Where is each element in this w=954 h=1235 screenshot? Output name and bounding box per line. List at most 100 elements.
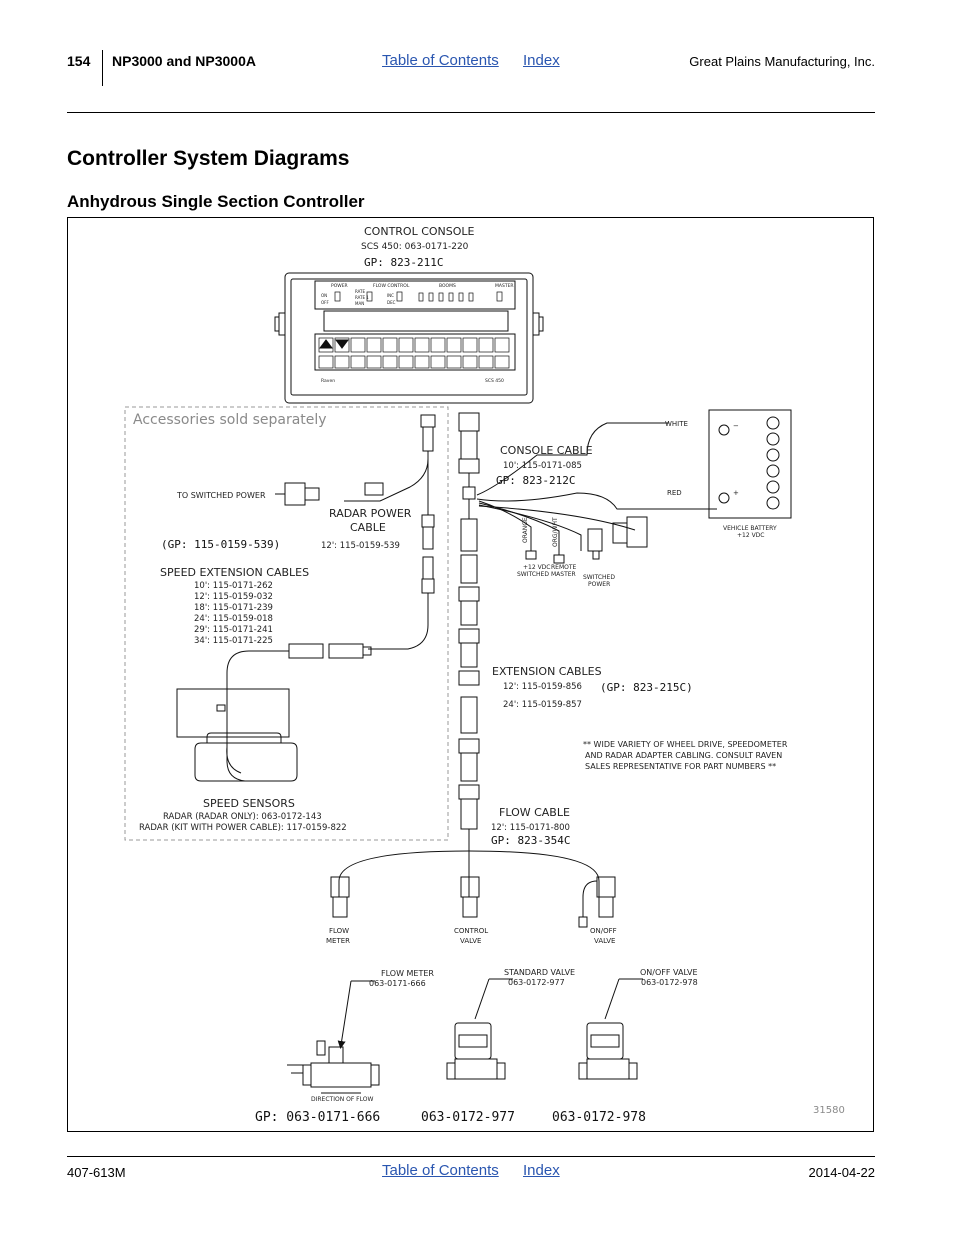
console-cable-part: 10': 115-0171-085 <box>503 461 582 471</box>
speed-ext-title: SPEED EXTENSION CABLES <box>160 566 309 579</box>
console-cable-trunk <box>458 412 480 847</box>
standard-valve-callout-1: STANDARD VALVE <box>504 968 575 977</box>
flow-cable-gp: GP: 823-354C <box>491 834 570 847</box>
switched-12v-label-1: +12 VDC <box>523 564 550 571</box>
orange-wire-label: ORANGE <box>522 517 529 543</box>
ext-cables-title: EXTENSION CABLES <box>492 665 602 678</box>
console-brand: Raven <box>321 378 335 384</box>
battery-plus: + <box>733 489 739 497</box>
console-booms-label: BOOMS <box>439 283 456 289</box>
note-line-2: AND RADAR ADAPTER CABLING. CONSULT RAVEN <box>585 751 782 760</box>
onoff-valve <box>578 978 643 1080</box>
speed-ext-part-5: 29': 115-0171-241 <box>194 625 273 635</box>
control-console <box>274 272 544 404</box>
footer-date: 2014-04-22 <box>808 1165 876 1180</box>
speed-sensor-part-1: RADAR (RADAR ONLY): 063-0172-143 <box>163 812 322 822</box>
standard-valve <box>446 978 513 1080</box>
vehicle-battery <box>708 409 792 519</box>
switched-12v-label-2: SWITCHED <box>517 571 549 578</box>
radar-power-gp: (GP: 115-0159-539) <box>161 538 280 551</box>
flow-cable-splits <box>330 847 616 928</box>
battery-minus: − <box>733 422 739 430</box>
section-title: Controller System Diagrams <box>67 147 350 170</box>
org-wht-wire-label: ORG/WHT <box>552 517 559 547</box>
page-number: 154 <box>67 53 91 69</box>
console-rate1-label: RATE 1 <box>355 295 369 300</box>
radar-power-cable-label-2: CABLE <box>350 521 386 534</box>
vehicle-battery-label-2: +12 VDC <box>737 532 764 539</box>
note-line-1: ** WIDE VARIETY OF WHEEL DRIVE, SPEEDOME… <box>583 740 788 749</box>
header-rule <box>67 112 875 113</box>
speed-ext-part-2: 12': 115-0159-032 <box>194 592 273 602</box>
white-wire-label: WHITE <box>665 420 688 428</box>
red-wire-label: RED <box>667 489 682 497</box>
console-man-label: MAN <box>355 301 364 306</box>
to-switched-power-label: TO SWITCHED POWER <box>176 491 266 500</box>
control-valve-conn-1: CONTROL <box>454 927 488 935</box>
ext-cable-part-1: 12': 115-0159-856 <box>503 682 582 692</box>
note-line-3: SALES REPRESENTATIVE FOR PART NUMBERS ** <box>585 762 776 771</box>
speed-ext-part-1: 10': 115-0171-262 <box>194 581 273 591</box>
radar-power-part: 12': 115-0159-539 <box>321 541 400 551</box>
bottom-part-2: 063-0172-977 <box>421 1110 515 1125</box>
flow-meter-callout-2: 063-0171-666 <box>369 979 426 988</box>
remote-master-label-2: MASTER <box>551 571 576 578</box>
subsection-title: Anhydrous Single Section Controller <box>67 192 365 211</box>
wiring-diagram: CONTROL CONSOLE SCS 450: 063-0171-220 GP… <box>124 225 845 1125</box>
flow-cable-part: 12': 115-0171-800 <box>491 823 570 833</box>
console-master-label: MASTER <box>495 283 514 289</box>
onoff-valve-conn-1: ON/OFF <box>590 927 617 935</box>
console-gp: GP: 823-211C <box>364 256 443 269</box>
console-title: CONTROL CONSOLE <box>364 225 475 238</box>
onoff-valve-callout-2: 063-0172-978 <box>641 978 698 987</box>
speed-ext-part-6: 34': 115-0171-225 <box>194 636 273 646</box>
console-dec-label: DEC <box>387 300 396 305</box>
switched-power-label-1: SWITCHED <box>583 574 615 581</box>
console-power-label: POWER <box>331 283 348 289</box>
flow-cable-title: FLOW CABLE <box>499 806 570 819</box>
console-model: SCS 450 <box>485 378 504 384</box>
header-index-link[interactable]: Index <box>523 52 560 69</box>
diagram-frame: CONTROL CONSOLE SCS 450: 063-0171-220 GP… <box>67 217 874 1132</box>
figure-number: 31580 <box>813 1105 845 1116</box>
radar-power-cable <box>226 414 436 782</box>
document-title: NP3000 and NP3000A <box>112 53 256 69</box>
header-divider <box>102 50 103 86</box>
radar-speed-sensor <box>176 688 298 782</box>
console-cable-title: CONSOLE CABLE <box>500 444 593 457</box>
console-rate-label: RATE <box>355 289 365 294</box>
ext-cable-part-2: 24': 115-0159-857 <box>503 700 582 710</box>
vehicle-battery-label-1: VEHICLE BATTERY <box>723 525 777 532</box>
flow-meter-conn-1: FLOW <box>329 927 349 935</box>
speed-ext-part-3: 18': 115-0171-239 <box>194 603 273 613</box>
onoff-valve-callout-1: ON/OFF VALVE <box>640 968 698 977</box>
console-on-label: ON <box>321 293 327 298</box>
console-part: SCS 450: 063-0171-220 <box>361 242 469 252</box>
flow-meter <box>287 980 380 1094</box>
header-toc-link[interactable]: Table of Contents <box>382 52 499 69</box>
footer-index-link[interactable]: Index <box>523 1162 560 1179</box>
accessories-label: Accessories sold separately <box>133 412 327 428</box>
flow-meter-conn-2: METER <box>326 937 350 945</box>
console-flow-control-label: FLOW CONTROL <box>373 283 410 289</box>
bottom-part-3: 063-0172-978 <box>552 1110 646 1125</box>
direction-of-flow-label: DIRECTION OF FLOW <box>311 1096 373 1103</box>
bottom-part-1: GP: 063-0171-666 <box>255 1110 380 1125</box>
standard-valve-callout-2: 063-0172-977 <box>508 978 565 987</box>
company-name: Great Plains Manufacturing, Inc. <box>689 54 875 69</box>
switched-power-label-2: POWER <box>588 581 610 588</box>
console-off-label: OFF <box>321 300 329 305</box>
footer-rule <box>67 1156 875 1157</box>
accessories-box <box>124 406 449 841</box>
radar-power-cable-label-1: RADAR POWER <box>329 507 412 520</box>
footer-toc-link[interactable]: Table of Contents <box>382 1162 499 1179</box>
onoff-valve-conn-2: VALVE <box>594 937 615 945</box>
control-valve-conn-2: VALVE <box>460 937 481 945</box>
speed-sensors-title: SPEED SENSORS <box>203 797 295 810</box>
console-inc-label: INC <box>387 293 394 298</box>
remote-master-label-1: REMOTE <box>551 564 577 571</box>
speed-sensor-part-2: RADAR (KIT WITH POWER CABLE): 117-0159-8… <box>139 823 347 833</box>
console-cable-branches <box>476 422 717 564</box>
ext-cables-gp: (GP: 823-215C) <box>600 681 693 694</box>
speed-ext-part-4: 24': 115-0159-018 <box>194 614 273 624</box>
